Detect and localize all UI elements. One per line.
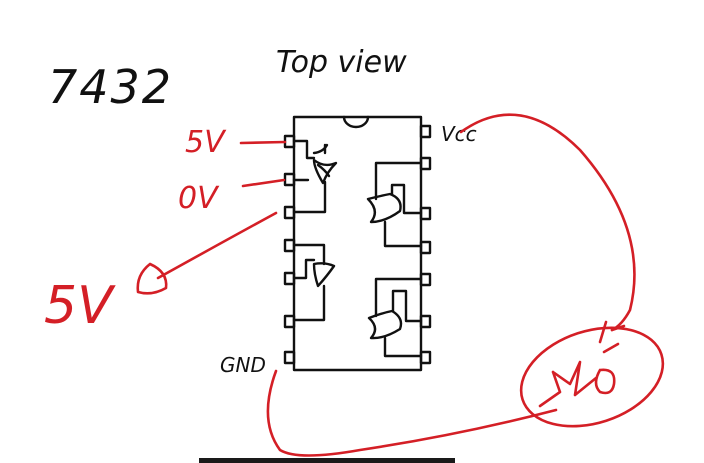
gnd-wire [266,369,558,457]
pin1-notch [342,115,370,129]
pin-13 [419,156,432,171]
pin-2 [283,172,296,187]
or-gate-3 [292,243,336,322]
pin-14 [419,124,432,139]
or-gate-1 [292,139,338,214]
left-pins [283,134,296,365]
pin-4 [283,238,296,253]
pin2-wire [241,178,286,188]
chip-label: 7432 [48,60,173,114]
pin-8 [419,350,432,365]
pin1-wire [239,140,287,145]
vcc-wire [459,113,636,332]
pin2-input-label: 0V [178,181,220,216]
pin-9 [419,314,432,329]
pin-5 [283,271,296,286]
probe-tip-icon [136,262,168,295]
pin-7 [283,350,296,365]
probe-wire [156,211,278,280]
ic-body [292,115,423,372]
bottom-edge-bar [199,458,455,463]
output-probe: 5V [44,211,278,336]
supply-source-icon [538,320,626,408]
view-label: Top view [276,45,407,80]
gnd-label: GND [220,353,266,377]
pin1-input-label: 5V [185,125,227,160]
pin-1 [283,134,296,149]
supply-outline [519,326,665,428]
pin-12 [419,206,432,221]
pin-11 [419,240,432,255]
or-gate-2 [366,161,423,248]
power-supply [266,113,665,457]
input-annotations: 5V 0V [178,125,287,216]
pin-10 [419,272,432,287]
output-probe-label: 5V [44,276,116,336]
pin-3 [283,205,296,220]
right-pins [419,124,432,365]
or-gate-4 [367,277,423,358]
pin-6 [283,314,296,329]
